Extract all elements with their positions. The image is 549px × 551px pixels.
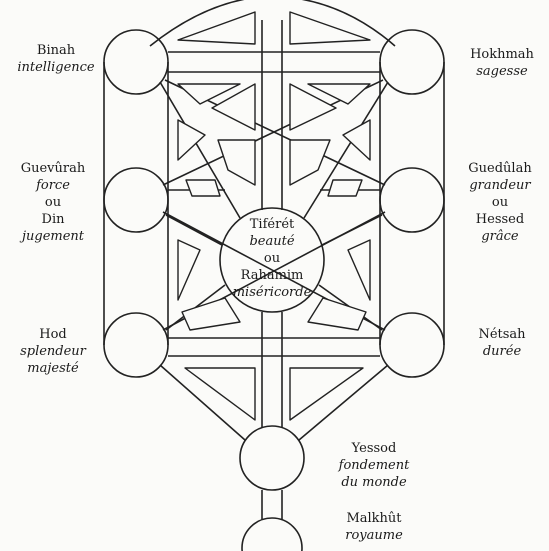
channel-netsah-yessod bbox=[298, 364, 389, 441]
guevurah-label: Guevûrah force ou Din jugement bbox=[8, 160, 98, 245]
keter-node-outline bbox=[149, 0, 396, 47]
guedulah-node bbox=[379, 167, 445, 233]
cell-hod-top bbox=[181, 297, 241, 331]
yessod-meaning: fondement bbox=[338, 458, 410, 473]
malkhut-node bbox=[241, 517, 303, 551]
hod-name: Hod bbox=[39, 327, 67, 342]
malkhut-meaning: royaume bbox=[345, 528, 403, 543]
tiferet-alt-meaning: miséricorde bbox=[232, 285, 312, 300]
guedulah-label: Guedûlah grandeur ou Hessed grâce bbox=[454, 160, 546, 245]
guevurah-alt-meaning: jugement bbox=[21, 229, 85, 244]
cell-lower-right bbox=[347, 239, 371, 301]
channel-guevurah-tiferet bbox=[165, 214, 223, 246]
guedulah-alt-meaning: grâce bbox=[481, 229, 519, 244]
guedulah-name: Guedûlah bbox=[468, 161, 532, 176]
tiferet-meaning: beauté bbox=[249, 234, 295, 249]
cell-mid-right bbox=[342, 119, 371, 161]
guedulah-alt-name: Hessed bbox=[475, 212, 525, 227]
cell-upper-mid-r bbox=[289, 83, 337, 131]
cell-top-right bbox=[289, 11, 371, 45]
cell-netsah-top bbox=[307, 297, 367, 331]
cell-mid-left bbox=[177, 119, 206, 161]
yessod-node bbox=[239, 425, 305, 491]
cell-yessod-right bbox=[289, 367, 364, 421]
guevurah-node bbox=[103, 167, 169, 233]
hod-meaning: splendeur bbox=[20, 344, 86, 359]
netsah-node bbox=[379, 312, 445, 378]
hod-node bbox=[103, 312, 169, 378]
hokhmah-meaning: sagesse bbox=[476, 64, 528, 79]
cell-center-l bbox=[217, 139, 256, 186]
tiferet-alt-name: Rahamim bbox=[240, 268, 304, 283]
hokhmah-label: Hokhmah sagesse bbox=[458, 46, 546, 80]
guevurah-alt-name: Din bbox=[41, 212, 65, 227]
channel-binah-tiferet bbox=[159, 81, 241, 219]
binah-node bbox=[103, 29, 169, 95]
guedulah-meaning: grandeur bbox=[469, 178, 531, 193]
hokhmah-node bbox=[379, 29, 445, 95]
cell-upper-left-1 bbox=[177, 83, 241, 105]
yessod-name: Yessod bbox=[351, 441, 397, 456]
hokhmah-name: Hokhmah bbox=[470, 47, 534, 62]
binah-meaning: intelligence bbox=[17, 60, 95, 75]
tiferet-conj: ou bbox=[263, 251, 281, 266]
yessod-label: Yessod fondement du monde bbox=[326, 440, 422, 491]
cell-yessod-left bbox=[184, 367, 256, 421]
hod-meaning2: majesté bbox=[27, 361, 79, 376]
tiferet-node bbox=[219, 207, 325, 313]
guevurah-conj: ou bbox=[44, 195, 62, 210]
guevurah-name: Guevûrah bbox=[20, 161, 86, 176]
guedulah-conj: ou bbox=[491, 195, 509, 210]
netsah-meaning: durée bbox=[482, 344, 522, 359]
yessod-meaning2: du monde bbox=[341, 475, 407, 490]
cell-lower-left bbox=[177, 239, 201, 301]
channel-hod-yessod bbox=[159, 364, 246, 441]
tiferet-label: Tiférét beauté ou Rahamim miséricorde bbox=[226, 216, 318, 301]
hod-label: Hod splendeur majesté bbox=[8, 326, 98, 377]
netsah-name: Nétsah bbox=[478, 327, 526, 342]
binah-label: Binah intelligence bbox=[12, 42, 100, 76]
guevurah-meaning: force bbox=[36, 178, 70, 193]
cell-upper-mid-l bbox=[211, 83, 256, 131]
binah-name: Binah bbox=[36, 43, 76, 58]
netsah-label: Nétsah durée bbox=[458, 326, 546, 360]
cell-gued-low bbox=[327, 179, 363, 197]
cell-top-left bbox=[177, 11, 256, 45]
malkhut-name: Malkhût bbox=[346, 511, 402, 526]
malkhut-label: Malkhût royaume bbox=[326, 510, 422, 544]
tiferet-name: Tiférét bbox=[249, 217, 295, 232]
cell-upper-right-1 bbox=[307, 83, 371, 105]
cell-guev-low bbox=[185, 179, 221, 197]
channel-hokhmah-tiferet bbox=[303, 81, 389, 219]
cell-center-r bbox=[289, 139, 331, 186]
